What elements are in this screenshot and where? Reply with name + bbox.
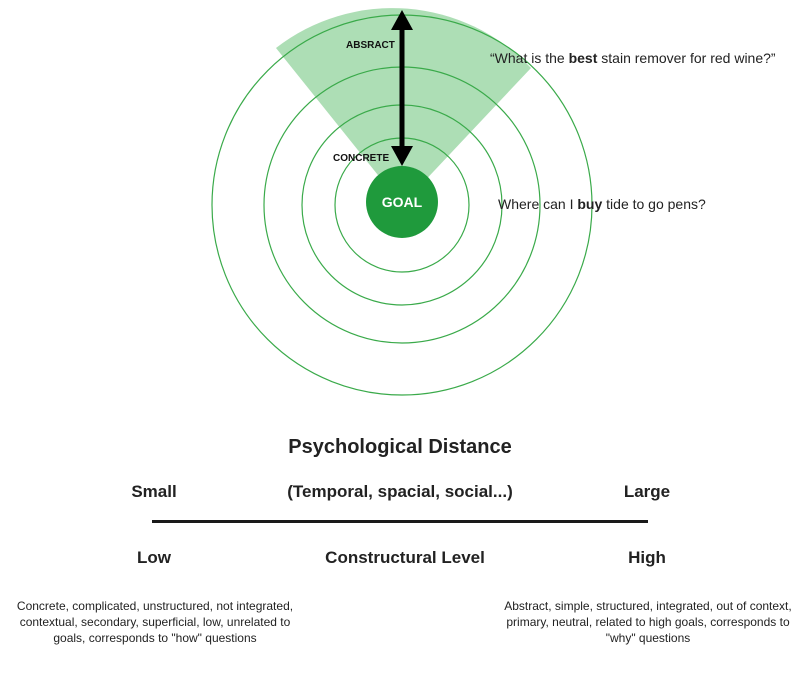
arrow-head-up-icon	[391, 10, 413, 30]
scale-subtitle: (Temporal, spacial, social...)	[287, 482, 513, 501]
abstract-label: ABSRACT	[346, 40, 395, 51]
arrow-head-down-icon	[391, 146, 413, 166]
target-diagram: GOAL ABSRACT CONCRETE	[211, 8, 593, 396]
low-level-description: Concrete, complicated, unstructured, not…	[16, 599, 294, 645]
abstract-question-emphasis: best	[568, 50, 598, 66]
concrete-question-pre: Where can I	[498, 196, 578, 212]
goal-label: GOAL	[382, 194, 423, 210]
concrete-question-emphasis: buy	[577, 196, 603, 212]
concrete-question-post: tide to go pens?	[602, 196, 706, 212]
concrete-label: CONCRETE	[333, 153, 389, 164]
scale-divider	[152, 520, 648, 523]
scale-low-label: Low	[137, 548, 171, 567]
concrete-question: Where can I buy tide to go pens?	[498, 196, 706, 212]
scale-construal-label: Constructural Level	[325, 548, 485, 567]
scale-large-label: Large	[623, 482, 671, 501]
abstract-question: “What is the best stain remover for red …	[490, 50, 776, 66]
scale-high-label: High	[628, 548, 666, 567]
scale-title: Psychological Distance	[288, 436, 512, 458]
abstract-question-post: stain remover for red wine?”	[597, 50, 776, 66]
abstract-question-pre: “What is the	[490, 50, 569, 66]
scale-small-label: Small	[131, 482, 177, 501]
high-level-description: Abstract, simple, structured, integrated…	[504, 599, 792, 645]
goal-circle	[366, 166, 438, 238]
